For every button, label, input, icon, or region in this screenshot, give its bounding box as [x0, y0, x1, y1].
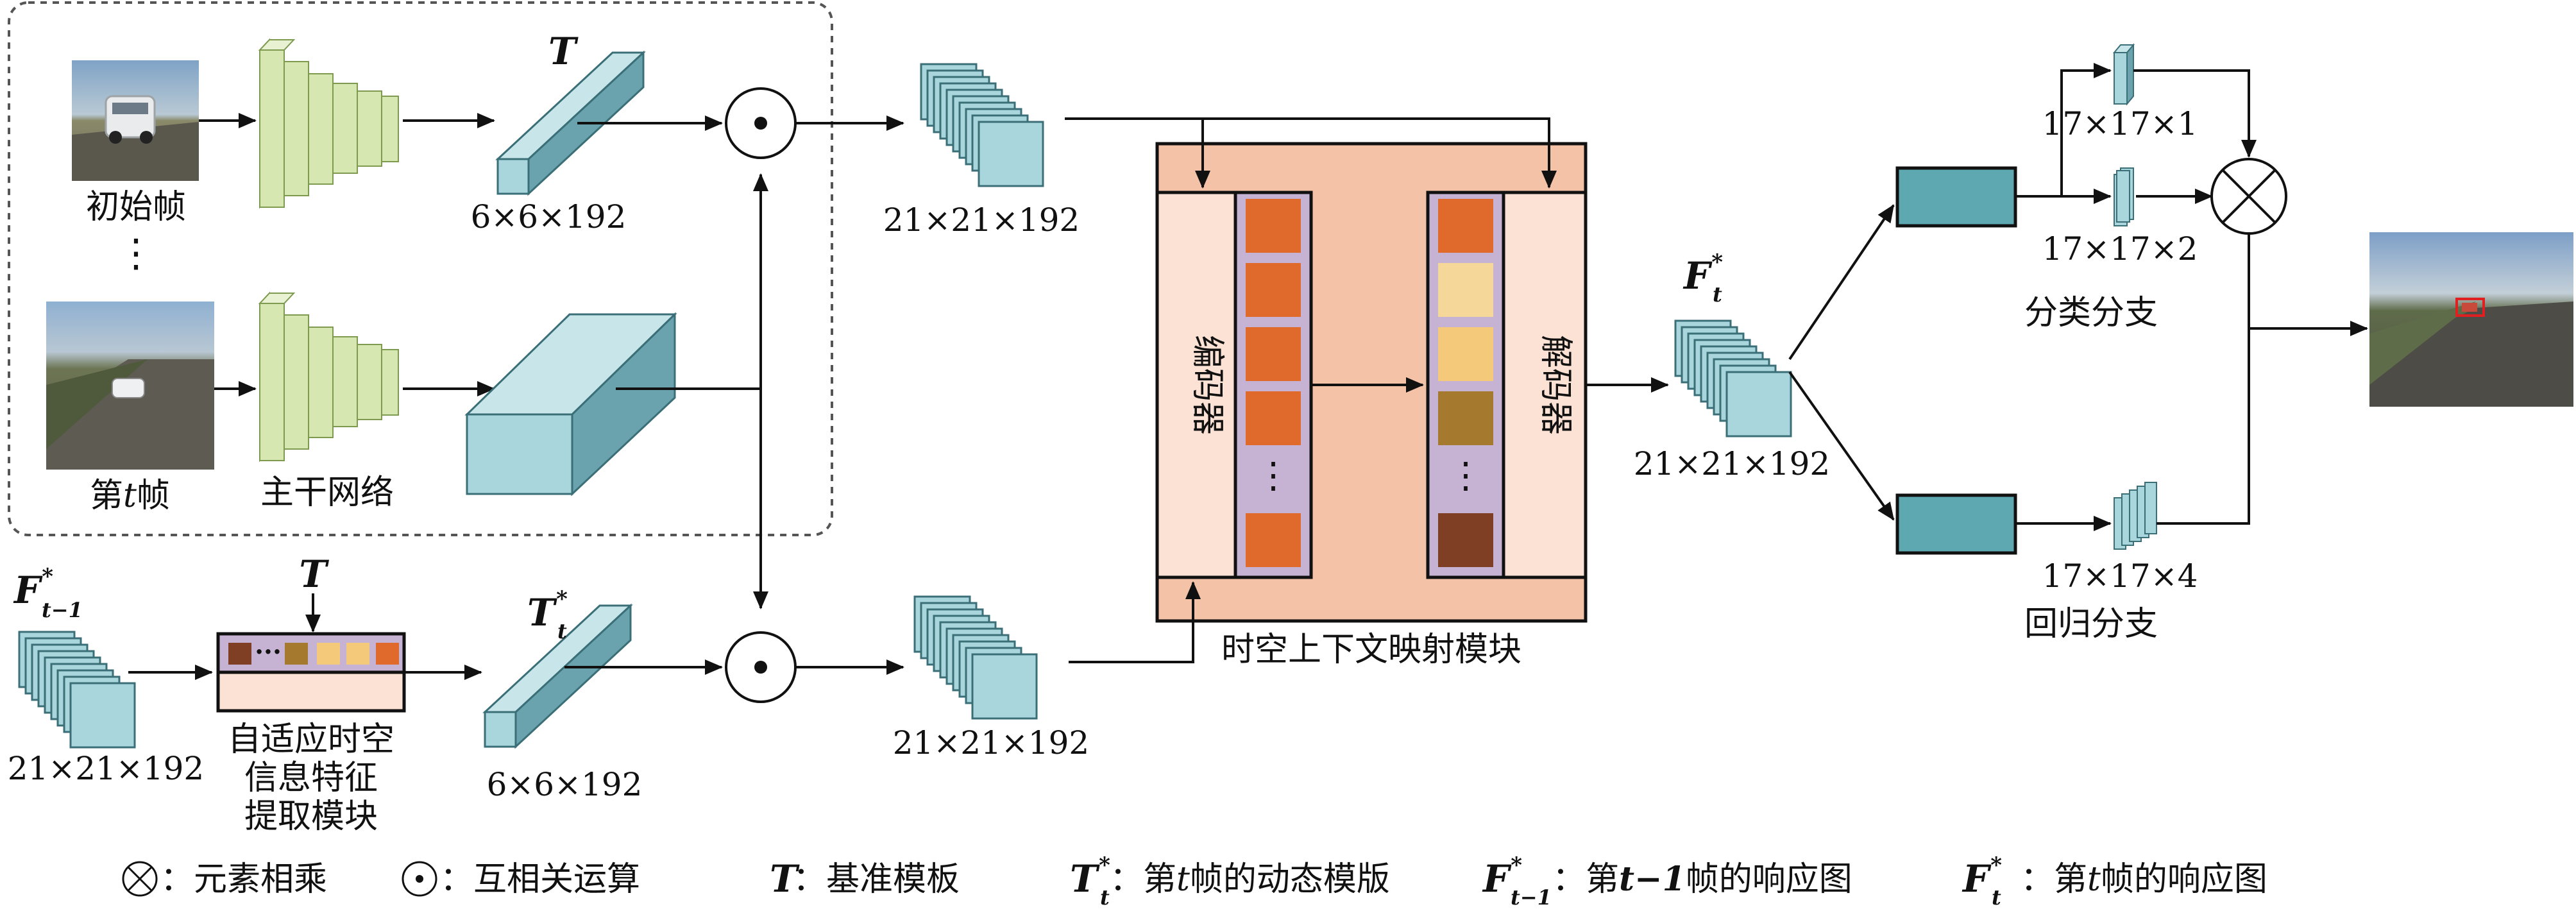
correlation-op-bottom [725, 631, 797, 703]
classification-head-box [1895, 166, 2017, 228]
template-T-label: T [548, 30, 579, 73]
legend-T-symbol: T [770, 857, 800, 901]
template-dim-label: 6×6×192 [471, 198, 627, 235]
cls-dim-2: 17×17×2 [2042, 230, 2198, 268]
reg-dim: 17×17×4 [2042, 557, 2198, 595]
feature-map-stack-top [920, 63, 1044, 187]
backbone-frame [8, 1, 833, 536]
legend: ：元素相乘 ：互相关运算 T ：基准模板 T*t ：第t帧的动态模版 F*t−1… [122, 853, 2267, 909]
template-frame-image [72, 60, 199, 181]
legend-correlation-text: ：互相关运算 [440, 860, 640, 899]
current-response-dim: 21×21×192 [1634, 445, 1830, 482]
regression-head-box [1895, 493, 2017, 555]
encoder-vdots: ⋮ [1255, 455, 1291, 497]
adaptive-T-label: T [299, 552, 329, 596]
current-response-label: F*t [1682, 250, 1723, 307]
adaptive-label-3: 提取模块 [244, 797, 378, 836]
correlation-op-top [725, 87, 797, 159]
current-response-stack [1674, 319, 1792, 438]
legend-Tt-text: ：第t帧的动态模版 [1110, 860, 1390, 899]
decoder-cells [1438, 199, 1493, 567]
backbone-network-bottom [258, 291, 399, 463]
feature-dim-bottom: 21×21×192 [893, 724, 1089, 761]
prev-response-stack [18, 631, 136, 749]
legend-Fprev-text: ：第t−1帧的响应图 [1552, 860, 1852, 899]
legend-Tt-symbol: T*t [1070, 853, 1110, 909]
backbone-label: 主干网络 [260, 473, 394, 512]
multiply-op [2210, 158, 2287, 235]
classification-branch-label: 分类分支 [2024, 294, 2158, 332]
prev-response-label: F*t−1 [13, 564, 83, 622]
legend-multiply-text: ：元素相乘 [160, 860, 327, 899]
regression-branch-label: 回归分支 [2024, 605, 2158, 643]
decoder-label: 解码器 [1536, 335, 1575, 435]
dynamic-dim-label: 6×6×192 [487, 766, 643, 803]
cls-dim-1: 17×17×1 [2042, 105, 2198, 142]
result-frame-image [2369, 232, 2573, 407]
legend-T-text: ：基准模板 [793, 860, 960, 899]
dynamic-template-label: T*t [527, 586, 568, 643]
cls-output-2 [2114, 167, 2134, 226]
dynamic-template-bar [482, 603, 633, 749]
current-frame-label: 第t帧 [90, 477, 170, 515]
context-module-label: 时空上下文映射模块 [1221, 631, 1521, 669]
encoder-label: 编码器 [1188, 335, 1226, 435]
legend-Ft-text: ：第t帧的响应图 [2021, 860, 2267, 899]
feature-dim-top: 21×21×192 [883, 201, 1080, 239]
search-feature-block [464, 312, 677, 497]
encoder-cells [1246, 199, 1301, 567]
adaptive-extraction-module [216, 632, 406, 713]
prev-dim-label: 21×21×192 [8, 750, 204, 787]
decoder-vdots: ⋮ [1448, 455, 1484, 497]
legend-correlation-icon [402, 861, 437, 897]
legend-multiply-icon [122, 861, 158, 897]
adaptive-label-1: 自适应时空 [228, 720, 394, 759]
context-mapping-module [1155, 142, 1588, 623]
legend-Ft-symbol: F*t [1962, 853, 2002, 909]
reg-output [2114, 482, 2157, 550]
template-frame-label: 初始帧 [86, 188, 186, 226]
legend-Fprev-symbol: F*t−1 [1482, 853, 1552, 909]
adaptive-dots: ··· [255, 637, 282, 667]
adaptive-label-2: 信息特征 [244, 759, 378, 797]
cls-output-1 [2112, 43, 2135, 106]
backbone-network-top [258, 38, 399, 209]
frame-vdots: ⋮ [117, 231, 155, 276]
feature-map-stack-bottom [913, 595, 1038, 720]
current-frame-image [46, 302, 214, 470]
